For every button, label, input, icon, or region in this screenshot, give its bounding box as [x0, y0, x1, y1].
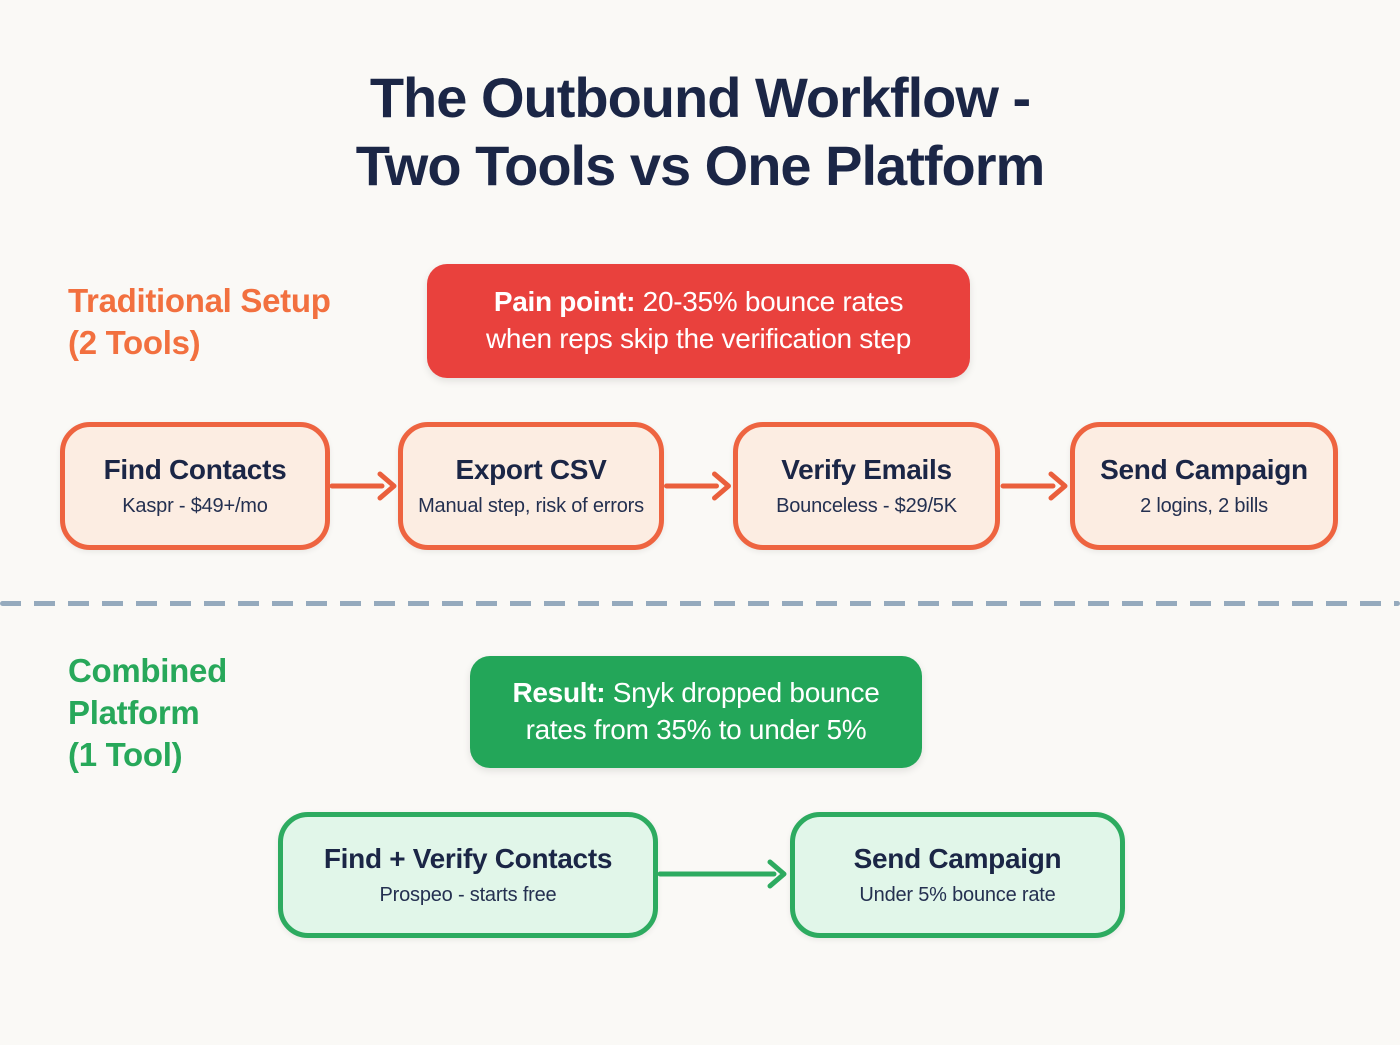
combined-platform-label-line1: Combined: [68, 652, 227, 689]
result-callout: Result: Snyk dropped bounce rates from 35…: [470, 656, 922, 768]
pain-point-callout: Pain point: 20-35% bounce rates when reps…: [427, 264, 970, 378]
step-subtitle: Prospeo - starts free: [379, 884, 557, 906]
pain-point-text: Pain point: 20-35% bounce rates when reps…: [486, 284, 911, 358]
step-subtitle: Manual step, risk of errors: [418, 495, 644, 517]
step-title: Send Campaign: [1100, 454, 1308, 485]
result-line2: rates from 35% to under 5%: [525, 714, 867, 745]
step-title: Find Contacts: [103, 454, 287, 485]
step-verify-emails: Verify Emails Bounceless - $29/5K: [733, 422, 1000, 550]
result-line1: Snyk dropped bounce: [605, 677, 880, 709]
step-subtitle: 2 logins, 2 bills: [1140, 495, 1268, 517]
combined-platform-label-line3: (1 Tool): [68, 735, 183, 773]
step-subtitle: Under 5% bounce rate: [859, 884, 1056, 906]
step-subtitle: Bounceless - $29/5K: [776, 495, 957, 517]
traditional-setup-label: Traditional Setup (2 Tools): [68, 280, 331, 364]
traditional-setup-label-line2: (2 Tools): [68, 323, 201, 361]
step-title: Verify Emails: [781, 454, 952, 485]
pain-point-line2: when reps skip the verification step: [486, 323, 911, 354]
pain-point-lead: Pain point:: [493, 286, 636, 318]
flow-arrow-icon: [1000, 471, 1068, 501]
result-lead: Result:: [512, 677, 606, 709]
page-title-line1: The Outbound Workflow -: [369, 66, 1031, 129]
flow-arrow-icon: [658, 859, 787, 889]
step-subtitle: Kaspr - $49+/mo: [122, 495, 268, 517]
step-title: Find + Verify Contacts: [323, 843, 613, 874]
step-find-contacts: Find Contacts Kaspr - $49+/mo: [60, 422, 330, 550]
section-divider: [0, 601, 1400, 606]
page-title-line2: Two Tools vs One Platform: [355, 134, 1046, 198]
step-find-verify-contacts: Find + Verify Contacts Prospeo - starts …: [278, 812, 658, 938]
step-title: Export CSV: [455, 454, 607, 485]
step-send-campaign-combined: Send Campaign Under 5% bounce rate: [790, 812, 1125, 938]
result-text: Result: Snyk dropped bounce rates from 35…: [512, 675, 879, 749]
step-title: Send Campaign: [853, 843, 1062, 874]
pain-point-line1: 20-35% bounce rates: [635, 286, 904, 318]
combined-platform-label-line2: Platform: [68, 693, 200, 731]
flow-arrow-icon: [664, 471, 731, 501]
flow-arrow-icon: [330, 471, 397, 501]
traditional-setup-label-line1: Traditional Setup: [68, 282, 331, 319]
page-title: The Outbound Workflow -Two Tools vs One …: [0, 64, 1400, 201]
step-export-csv: Export CSV Manual step, risk of errors: [398, 422, 664, 550]
step-send-campaign-traditional: Send Campaign 2 logins, 2 bills: [1070, 422, 1338, 550]
